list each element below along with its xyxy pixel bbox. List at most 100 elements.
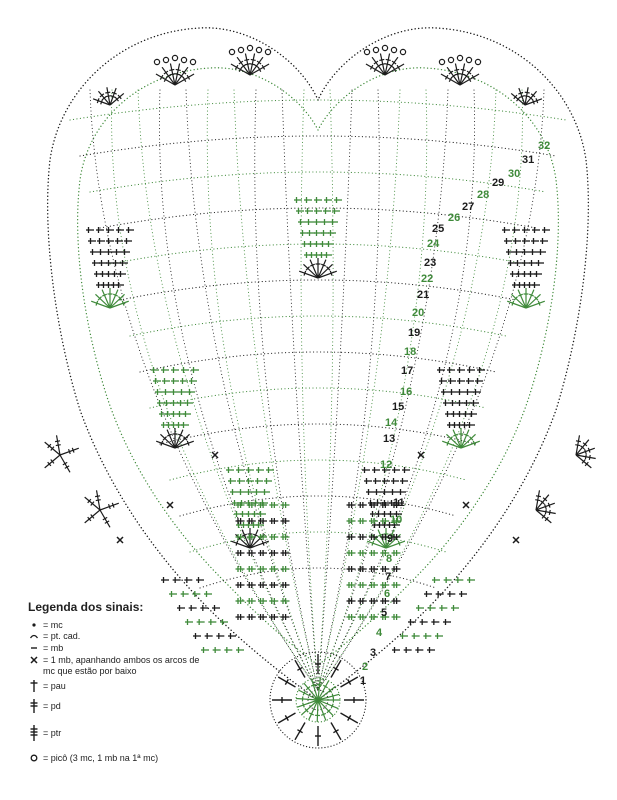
ptr-icon	[30, 725, 38, 741]
legend-item-cross-cont: mc que estão por baixo	[43, 666, 137, 676]
picot-mark	[162, 56, 170, 64]
column-stitch-row	[510, 271, 542, 277]
column-base-fan	[299, 258, 337, 279]
round-number-label: 2	[362, 661, 368, 673]
round-number-label: 15	[392, 401, 404, 413]
picot-mark	[153, 58, 161, 66]
picot-mark	[438, 58, 446, 66]
lower-left-stitch-row	[235, 582, 290, 588]
column-base-fan	[91, 288, 129, 309]
legend-item-picot: = picô (3 mc, 1 mb na 1ª mc)	[43, 753, 158, 763]
column-stitch-row	[151, 367, 199, 373]
lower-left-stitch-row	[235, 518, 290, 524]
picot-mark	[255, 46, 263, 54]
side-fan	[44, 435, 79, 473]
column-stitch-row	[362, 467, 410, 473]
mesh-chain-radial	[317, 89, 545, 691]
column-stitch-row	[159, 411, 191, 417]
lower-right-stitch-row	[346, 518, 401, 524]
lower-right-stitch-row	[346, 534, 401, 540]
lower-left-stitch-row	[235, 550, 290, 556]
legend-item-pd: = pd	[43, 701, 61, 711]
cross-stitch-mark	[116, 536, 124, 544]
round-number-label: 9	[387, 533, 393, 545]
pd-icon	[30, 699, 38, 713]
center-pau-stitch	[333, 729, 339, 734]
lower-side-row	[169, 591, 212, 597]
picot-mark	[399, 48, 407, 56]
legend-item-mc: = mc	[43, 620, 63, 630]
round-number-label: 6	[384, 588, 390, 600]
cross-stitch-mark	[512, 536, 520, 544]
lower-right-stitch-row	[346, 582, 401, 588]
cross-stitch-mark	[462, 501, 470, 509]
lower-right-stitch-row	[346, 598, 401, 604]
mesh-chain-radial	[317, 89, 401, 691]
column-stitch-row	[226, 467, 274, 473]
column-stitch-row	[366, 489, 406, 495]
legend: Legenda dos sinais: = mc = pt. cad. = mb…	[28, 600, 199, 763]
mesh-chain-arc	[199, 567, 437, 589]
center-stitch-ring	[296, 678, 340, 723]
column-stitch-row	[447, 422, 475, 428]
lower-side-row	[424, 591, 467, 597]
column-stitch-row	[296, 208, 340, 214]
round-number-label: 11	[393, 497, 405, 509]
picot-mark	[474, 58, 482, 66]
lower-left-stitch-row	[235, 566, 290, 572]
legend-title: Legenda dos sinais:	[28, 600, 143, 614]
column-stitch-row	[228, 478, 272, 484]
picot-mark	[264, 48, 272, 56]
arc-icon	[29, 634, 39, 639]
top-stitch-fan	[365, 53, 405, 76]
column-stitch-row	[155, 389, 195, 395]
round-number-label: 25	[432, 223, 444, 235]
legend-item-pau: = pau	[43, 681, 66, 691]
picot-mark	[246, 44, 254, 52]
column-stitch-row	[370, 511, 402, 517]
mesh-chain-arc	[129, 315, 507, 337]
column-stitch-row	[96, 282, 124, 288]
picot-mark	[363, 48, 371, 56]
round-number-label: 20	[412, 307, 424, 319]
mesh-chain-arc	[159, 423, 477, 445]
lower-side-row	[185, 619, 228, 625]
lower-right-stitch-row	[346, 550, 401, 556]
lower-left-stitch-row	[235, 614, 290, 620]
round-number-label: 23	[424, 257, 436, 269]
lower-right-stitch-row	[346, 566, 401, 572]
column-stitch-row	[161, 422, 189, 428]
center-pau-stitch	[347, 715, 352, 721]
round-number-label: 14	[385, 417, 398, 429]
round-number-label: 26	[448, 212, 460, 224]
column-base-fan	[507, 288, 545, 309]
mesh-chain-arc	[189, 531, 447, 553]
round-number-label: 21	[417, 289, 429, 301]
lower-side-row	[177, 605, 220, 611]
column-stitch-row	[230, 489, 270, 495]
column-stitch-row	[304, 252, 332, 258]
picot-mark	[465, 56, 473, 64]
column-stitch-row	[92, 260, 128, 266]
picot-mark	[237, 46, 245, 54]
round-number-label: 1	[360, 675, 366, 687]
mesh-chain-arc	[149, 387, 487, 409]
picot-mark	[171, 54, 179, 62]
side-fan	[535, 490, 556, 524]
round-number-label: 24	[427, 238, 440, 250]
mesh-chain-radial	[317, 89, 334, 691]
column-stitch-row	[300, 230, 336, 236]
legend-item-mb: = mb	[43, 643, 63, 653]
center-pau-stitch	[297, 666, 303, 671]
lower-side-row	[416, 605, 459, 611]
column-stitch-row	[298, 219, 338, 225]
column-base-fan	[156, 428, 194, 449]
column-stitch-row	[94, 271, 126, 277]
round-number-label: 12	[380, 459, 392, 471]
legend-item-pt-cad: = pt. cad.	[43, 631, 80, 641]
center-pau-stitch	[284, 679, 289, 685]
side-fan	[575, 435, 596, 469]
center-pau-stitch	[284, 715, 289, 721]
top-stitch-fan	[230, 53, 270, 76]
picot-mark	[372, 46, 380, 54]
